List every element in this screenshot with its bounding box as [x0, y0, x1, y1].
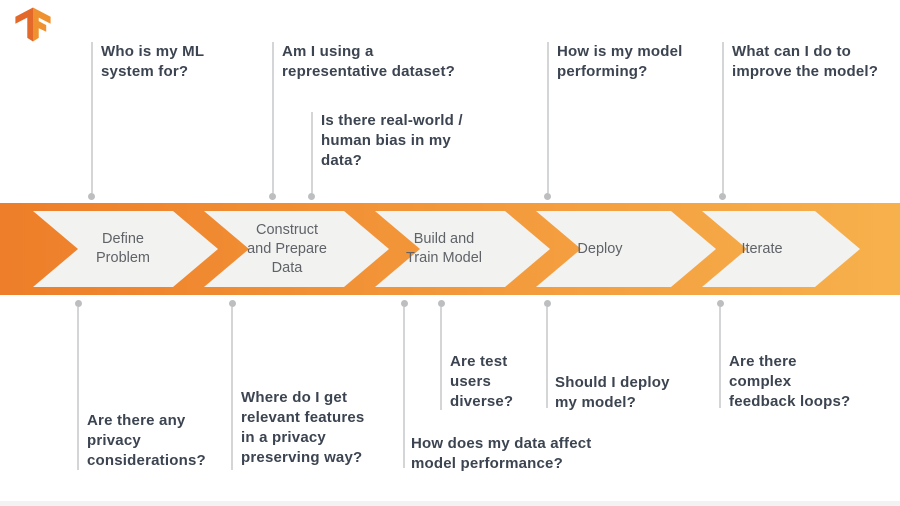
- question-model-performing: How is my model performing?: [557, 43, 683, 80]
- stage-label-deploy: Deploy: [577, 240, 623, 257]
- question-test-users-diverse: Are test users diverse?: [450, 353, 514, 410]
- connector-line: [403, 307, 405, 468]
- stage-label-iterate: Iterate: [741, 240, 783, 257]
- connector-line: [231, 307, 233, 470]
- connector-line: [719, 307, 721, 408]
- bottom-edge-strip: [0, 501, 900, 506]
- question-should-deploy: Should I deploy my model?: [555, 374, 670, 411]
- connector-dot: [719, 193, 726, 200]
- connector-dot: [544, 193, 551, 200]
- stage-label-define-problem: Define Problem: [96, 231, 150, 266]
- connector-line: [272, 42, 274, 193]
- pipeline-ribbon: [0, 203, 900, 295]
- question-real-world-human-bias: Is there real-world / human bias in my d…: [321, 112, 463, 169]
- connector-line: [77, 307, 79, 470]
- connector-dot: [401, 300, 408, 307]
- connector-dot: [229, 300, 236, 307]
- question-who-is-ml-system-for: Who is my ML system for?: [101, 43, 205, 80]
- question-improve-model: What can I do to improve the model?: [732, 43, 879, 80]
- stage-label-build-train-model: Build and Train Model: [405, 231, 483, 266]
- chevron-build-train-model: [375, 211, 550, 287]
- connector-dot: [88, 193, 95, 200]
- question-relevant-features-privacy: Where do I get relevant features in a pr…: [241, 389, 365, 466]
- connector-dot: [269, 193, 276, 200]
- tensorflow-logo-left: [15, 7, 33, 42]
- connector-dot: [75, 300, 82, 307]
- tensorflow-logo-right: [33, 7, 51, 42]
- connector-line: [546, 307, 548, 408]
- connector-line: [722, 42, 724, 193]
- chevron-define-problem: [33, 211, 218, 287]
- chevron-deploy: [536, 211, 716, 287]
- connector-line: [440, 307, 442, 410]
- connector-dot: [717, 300, 724, 307]
- question-data-affect-performance: How does my data affect model performanc…: [411, 435, 592, 472]
- chevron-iterate: [702, 211, 860, 287]
- connector-line: [91, 42, 93, 193]
- connector-dot: [544, 300, 551, 307]
- connector-dot: [308, 193, 315, 200]
- connector-line: [311, 112, 313, 193]
- connector-line: [547, 42, 549, 193]
- question-representative-dataset: Am I using a representative dataset?: [282, 43, 456, 80]
- question-privacy-considerations: Are there any privacy considerations?: [87, 412, 206, 469]
- stage-label-construct-prepare-data: Construct and Prepare Data: [247, 221, 327, 276]
- connector-dot: [438, 300, 445, 307]
- chevron-construct-prepare-data: [204, 211, 389, 287]
- question-complex-feedback-loops: Are there complex feedback loops?: [729, 353, 851, 410]
- tensorflow-logo-icon: [15, 7, 51, 42]
